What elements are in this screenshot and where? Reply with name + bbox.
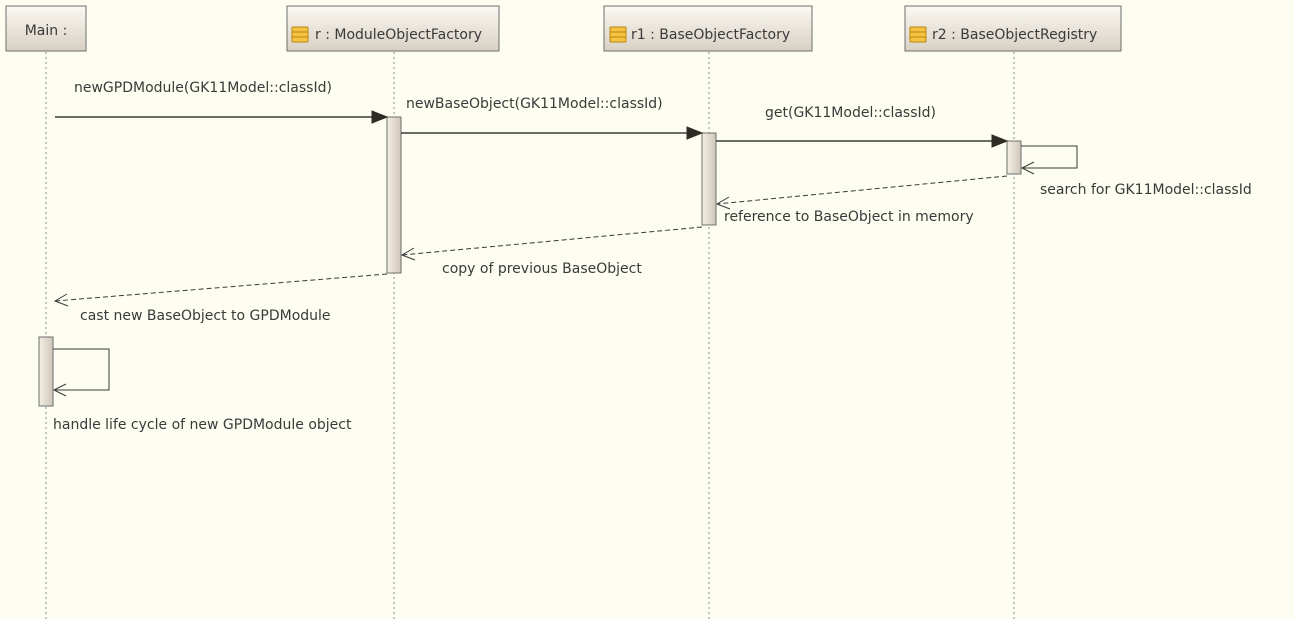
lifeline-r2[interactable]: r2 : BaseObjectRegistry <box>904 5 1122 52</box>
lifeline-main[interactable]: Main : <box>5 5 87 52</box>
message-return-cast[interactable]: cast new BaseObject to GPDModule <box>53 273 388 324</box>
lifeline-main-label: Main : <box>25 23 68 39</box>
lifeline-r2-label: r2 : BaseObjectRegistry <box>932 27 1097 43</box>
message-label: search for GK11Model::classId <box>1040 182 1252 198</box>
open-arrowhead-icon <box>1020 161 1035 175</box>
lifeline-r-label: r : ModuleObjectFactory <box>315 27 482 43</box>
arrowhead-icon <box>371 110 389 124</box>
message-label: copy of previous BaseObject <box>442 261 642 277</box>
activation-r1[interactable] <box>701 132 717 226</box>
message-get[interactable]: get(GK11Model::classId) <box>716 105 1009 148</box>
open-arrowhead-icon <box>52 383 67 397</box>
lifeline-r1[interactable]: r1 : BaseObjectFactory <box>603 5 813 52</box>
message-label: handle life cycle of new GPDModule objec… <box>53 417 352 433</box>
activation-r[interactable] <box>386 116 402 274</box>
open-arrowhead-icon <box>715 196 731 210</box>
class-icon <box>291 26 309 43</box>
message-handle-lifecycle-self[interactable]: handle life cycle of new GPDModule objec… <box>52 348 352 433</box>
message-label: cast new BaseObject to GPDModule <box>80 308 331 324</box>
message-return-reference[interactable]: reference to BaseObject in memory <box>715 175 1008 225</box>
open-arrowhead-icon <box>400 247 416 261</box>
message-newbaseobject[interactable]: newBaseObject(GK11Model::classId) <box>401 96 704 140</box>
arrowhead-icon <box>686 126 704 140</box>
activation-r2[interactable] <box>1006 140 1022 175</box>
lifeline-r1-label: r1 : BaseObjectFactory <box>631 27 790 43</box>
message-newgpdmodule[interactable]: newGPDModule(GK11Model::classId) <box>55 80 389 124</box>
message-label: newBaseObject(GK11Model::classId) <box>406 96 663 112</box>
message-search-self[interactable]: search for GK11Model::classId <box>1020 145 1252 198</box>
message-label: get(GK11Model::classId) <box>765 105 936 121</box>
lifeline-r[interactable]: r : ModuleObjectFactory <box>286 5 500 52</box>
arrowhead-icon <box>991 134 1009 148</box>
activation-main[interactable] <box>38 336 54 407</box>
open-arrowhead-icon <box>53 293 69 307</box>
message-label: newGPDModule(GK11Model::classId) <box>74 80 332 96</box>
class-icon <box>909 26 927 43</box>
message-return-copy[interactable]: copy of previous BaseObject <box>400 226 703 277</box>
message-label: reference to BaseObject in memory <box>724 209 974 225</box>
class-icon <box>609 26 627 43</box>
